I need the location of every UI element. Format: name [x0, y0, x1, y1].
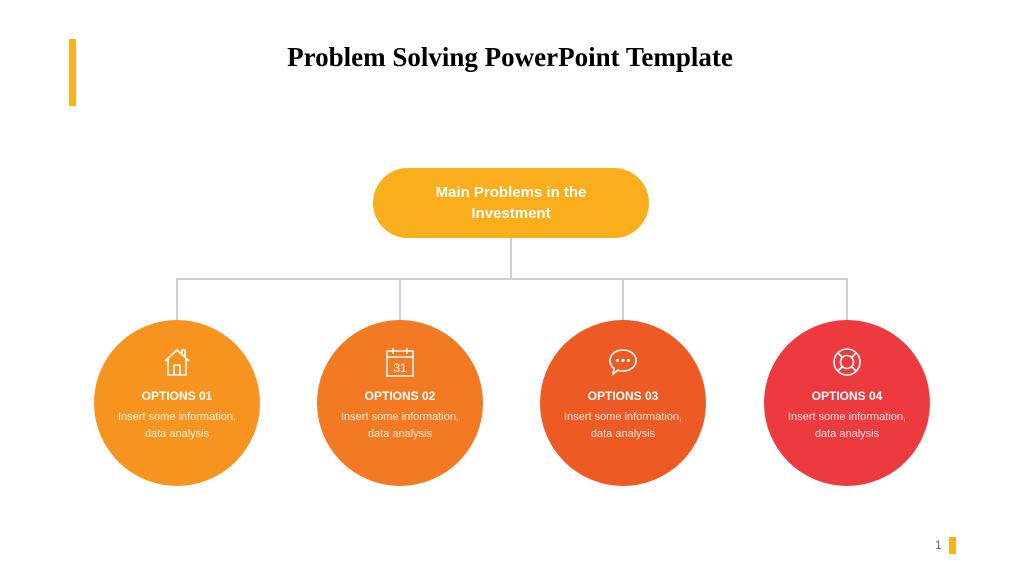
option-description-line: Insert some information, [341, 411, 459, 423]
option-label: OPTIONS 04 [811, 389, 883, 403]
page-number-accent-bar [949, 537, 956, 554]
option-description-line: data analysis [367, 428, 433, 440]
option-label: OPTIONS 01 [141, 389, 213, 403]
option-description-line: data analysis [814, 428, 880, 440]
option-card-1: OPTIONS 01 Insert some information, data… [94, 320, 260, 486]
option-card-4: OPTIONS 04 Insert some information, data… [764, 320, 930, 486]
slide-title: Problem Solving PowerPoint Template [287, 42, 733, 72]
connector-drop-3 [622, 278, 624, 320]
connector-drop-2 [399, 278, 401, 320]
svg-text:31: 31 [393, 361, 407, 375]
title-accent-bar [69, 39, 76, 106]
page-number: 1 [935, 538, 942, 552]
option-description: Insert some information, data analysis [774, 409, 920, 443]
connector-horizontal [176, 278, 848, 280]
calendar-icon: 31 [317, 346, 483, 378]
option-label: OPTIONS 02 [364, 389, 436, 403]
option-description-line: Insert some information, [118, 411, 236, 423]
option-description-line: data analysis [590, 428, 656, 440]
chat-bubble-icon [540, 346, 706, 378]
connector-drop-1 [176, 278, 178, 320]
option-description-line: Insert some information, [788, 411, 906, 423]
house-icon [94, 346, 260, 378]
option-description-line: data analysis [144, 428, 210, 440]
option-description: Insert some information, data analysis [550, 409, 696, 443]
main-problem-node: Main Problems in the Investment [373, 168, 649, 238]
option-description: Insert some information, data analysis [104, 409, 250, 443]
main-problem-label: Main Problems in the Investment [435, 184, 587, 222]
connector-trunk [510, 238, 512, 279]
lifebuoy-icon [764, 346, 930, 378]
option-label: OPTIONS 03 [587, 389, 659, 403]
option-description: Insert some information, data analysis [327, 409, 473, 443]
option-description-line: Insert some information, [564, 411, 682, 423]
option-card-2: 31 OPTIONS 02 Insert some information, d… [317, 320, 483, 486]
option-card-3: OPTIONS 03 Insert some information, data… [540, 320, 706, 486]
connector-drop-4 [846, 278, 848, 320]
